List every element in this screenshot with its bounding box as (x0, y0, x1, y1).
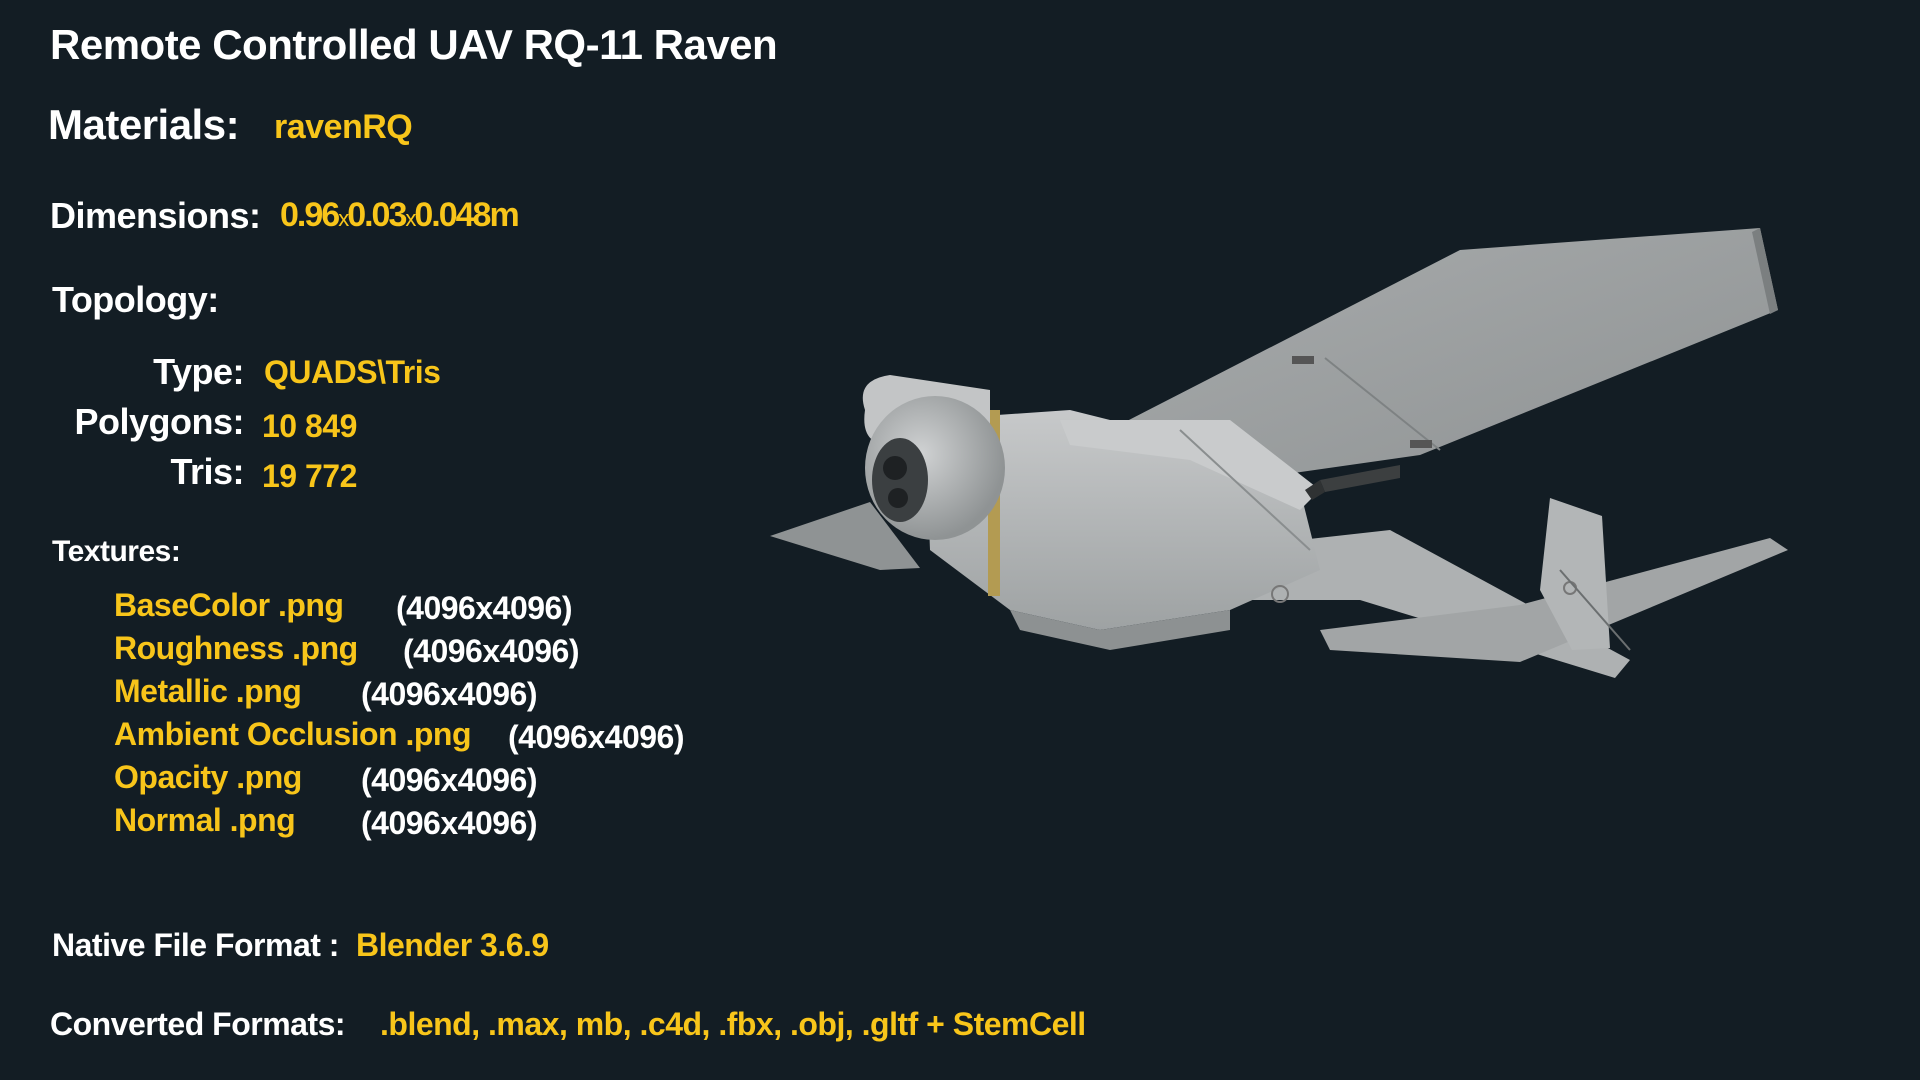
materials-label: Materials: (48, 101, 240, 148)
dimension-separator: x (405, 206, 416, 231)
texture-name: Normal .png (114, 802, 296, 838)
texture-name: Ambient Occlusion .png (114, 716, 472, 752)
native-format-label: Native File Format : (52, 927, 339, 963)
texture-name: BaseColor .png (114, 587, 344, 623)
polygons-label: Polygons: (74, 401, 244, 442)
type-label: Type: (153, 351, 244, 392)
dimensions-value: 0.96x0.03x0.048m (280, 196, 520, 234)
left-wing (770, 502, 920, 570)
texture-size: (4096x4096) (396, 590, 572, 626)
camera-gimbal (862, 375, 1005, 540)
type-value: QUADS\Tris (264, 354, 441, 390)
uav-model-render (770, 228, 1788, 678)
polygons-value: 10 849 (262, 408, 357, 444)
texture-name: Metallic .png (114, 673, 302, 709)
materials-value: ravenRQ (274, 108, 413, 146)
texture-size: (4096x4096) (361, 762, 537, 798)
tris-value: 19 772 (262, 458, 357, 494)
texture-size: (4096x4096) (361, 676, 537, 712)
textures-label: Textures: (52, 535, 181, 568)
main-wing (1090, 228, 1778, 485)
texture-size: (4096x4096) (508, 719, 684, 755)
topology-label: Topology: (52, 279, 219, 320)
page-title: Remote Controlled UAV RQ-11 Raven (50, 21, 778, 68)
dimension-height: 0.048m (414, 196, 519, 234)
dimension-separator: x (338, 206, 349, 231)
dimension-width: 0.03 (347, 196, 407, 234)
converted-formats-value: .blend, .max, mb, .c4d, .fbx, .obj, .glt… (380, 1006, 1086, 1042)
native-format-value: Blender 3.6.9 (356, 927, 549, 963)
texture-name: Opacity .png (114, 759, 302, 795)
converted-formats-label: Converted Formats: (50, 1006, 346, 1042)
dimension-length: 0.96 (280, 196, 340, 234)
dimensions-label: Dimensions: (50, 195, 261, 236)
texture-size: (4096x4096) (403, 633, 579, 669)
texture-name: Roughness .png (114, 630, 358, 666)
vertical-fin (1540, 498, 1631, 651)
fuselage (925, 410, 1320, 650)
propeller (1305, 465, 1400, 500)
tris-label: Tris: (170, 451, 244, 492)
texture-size: (4096x4096) (361, 805, 537, 841)
